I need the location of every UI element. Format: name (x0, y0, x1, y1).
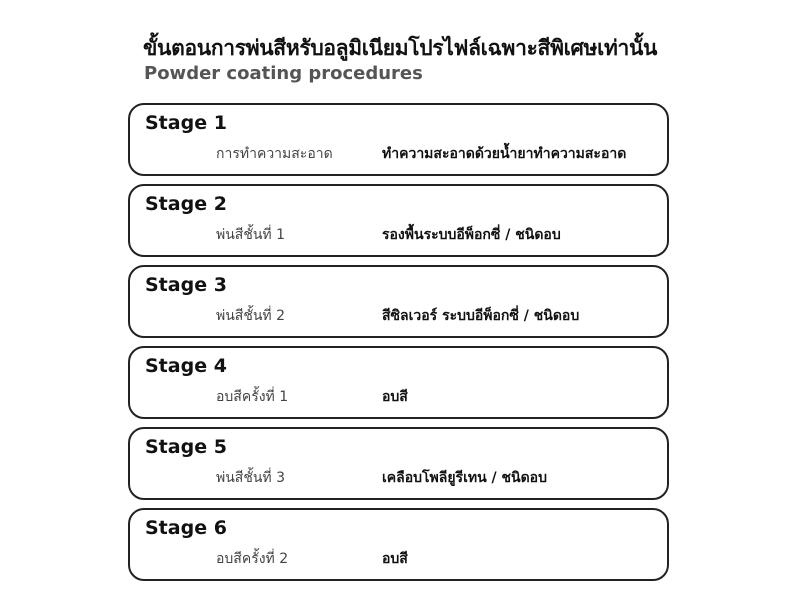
stage-step: พ่นสีชั้นที่ 3 (216, 470, 286, 486)
stage-description: รองพื้นระบบอีพ็อกซี่ / ชนิดอบ (382, 227, 561, 243)
stage-card-2: Stage 2 พ่นสีชั้นที่ 1 รองพื้นระบบอีพ็อก… (128, 184, 669, 257)
stage-card-1: Stage 1 การทำความสะอาด ทำความสะอาดด้วยน้… (128, 103, 669, 176)
stage-step: พ่นสีชั้นที่ 2 (216, 308, 286, 324)
stage-step: อบสีครั้งที่ 2 (216, 551, 289, 567)
stage-description: อบสี (382, 389, 408, 405)
page-title: ขั้นตอนการพ่นสีหรับอลูมิเนียมโปรไฟล์เฉพา… (143, 36, 658, 60)
stage-description: อบสี (382, 551, 408, 567)
stage-label: Stage 2 (145, 193, 227, 215)
stage-step: พ่นสีชั้นที่ 1 (216, 227, 286, 243)
stage-label: Stage 3 (145, 274, 227, 296)
stage-step: อบสีครั้งที่ 1 (216, 389, 289, 405)
stage-label: Stage 1 (145, 112, 227, 134)
stage-step: การทำความสะอาด (216, 146, 333, 162)
stage-card-3: Stage 3 พ่นสีชั้นที่ 2 สีซิลเวอร์ ระบบอี… (128, 265, 669, 338)
stage-card-4: Stage 4 อบสีครั้งที่ 1 อบสี (128, 346, 669, 419)
stage-label: Stage 5 (145, 436, 227, 458)
stage-label: Stage 6 (145, 517, 227, 539)
stage-description: สีซิลเวอร์ ระบบอีพ็อกซี่ / ชนิดอบ (382, 308, 580, 324)
stage-label: Stage 4 (145, 355, 227, 377)
stage-description: ทำความสะอาดด้วยน้ำยาทำความสะอาด (382, 146, 627, 162)
stage-description: เคลือบโพลียูรีเทน / ชนิดอบ (382, 470, 547, 486)
stage-card-5: Stage 5 พ่นสีชั้นที่ 3 เคลือบโพลียูรีเทน… (128, 427, 669, 500)
page-subtitle: Powder coating procedures (144, 63, 423, 84)
stage-card-6: Stage 6 อบสีครั้งที่ 2 อบสี (128, 508, 669, 581)
